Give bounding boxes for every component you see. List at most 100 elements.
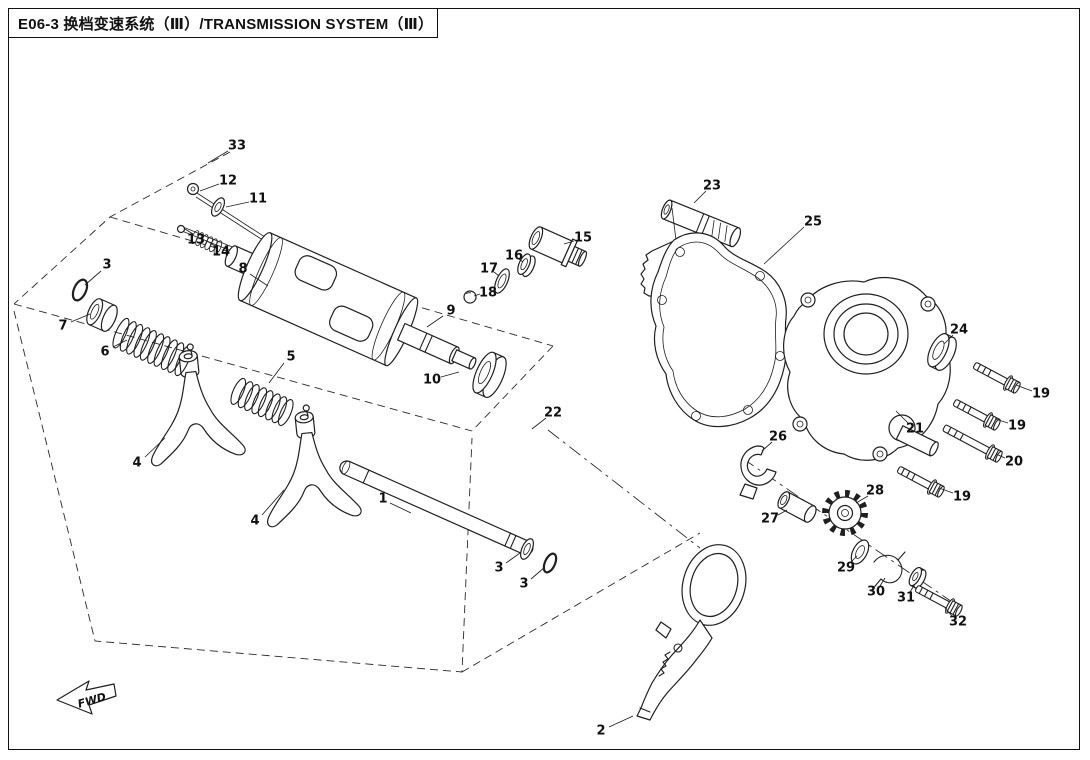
leader-line-25-23: [763, 226, 805, 265]
part-number-14: 14: [212, 245, 230, 260]
part-32-bolt: [912, 580, 965, 620]
leader-line-23-22: [693, 190, 707, 204]
leader-line-19-25: [1015, 384, 1033, 392]
part-number-10: 10: [423, 373, 441, 388]
leader-line-12-1: [199, 183, 220, 192]
part-number-9: 9: [446, 304, 455, 319]
part-number-28: 28: [866, 484, 884, 499]
leader-line-26-30: [761, 441, 773, 452]
leader-line-20-27: [995, 453, 1006, 459]
part-number-5: 5: [286, 350, 295, 365]
leader-line-11-2: [225, 201, 250, 208]
part-number-30: 30: [867, 585, 885, 600]
part-number-11: 11: [249, 192, 267, 207]
leader-line-15-14: [563, 240, 575, 245]
part-number-29: 29: [837, 561, 855, 576]
leader-line-3-5: [84, 270, 102, 286]
part-number-15: 15: [574, 231, 592, 246]
part-number-12: 12: [219, 174, 237, 189]
part-21-cover: [783, 277, 951, 462]
part-30-spring-clip: [870, 551, 906, 592]
part-number-4: 4: [250, 514, 259, 529]
part-number-16: 16: [505, 249, 523, 264]
part-number-25: 25: [804, 215, 822, 230]
part-number-22: 22: [544, 406, 562, 421]
leader-line-18-11: [473, 293, 481, 297]
part-27-roller: [777, 491, 817, 523]
part-number-3: 3: [494, 561, 503, 576]
part-1-fork-shaft: [339, 460, 534, 556]
part-17-washer: [494, 268, 510, 294]
sheet-title: E06-3 换档变速系统（Ⅲ）/TRANSMISSION SYSTEM（Ⅲ）: [18, 15, 434, 33]
part-5-spring: [230, 377, 294, 427]
leader-line-22-21: [531, 417, 547, 430]
part-10-collar: [472, 351, 507, 398]
leader-line-21-29: [895, 410, 909, 424]
part-number-19: 19: [1032, 387, 1050, 402]
leader-line-9-9: [426, 315, 444, 328]
leader-line-13-3: [184, 228, 194, 235]
part-number-26: 26: [769, 430, 787, 445]
part-number-13: 13: [187, 233, 205, 248]
part-8-shift-drum: [224, 232, 477, 370]
part-11-washer: [210, 197, 226, 217]
title-box: E06-3 换档变速系统（Ⅲ）/TRANSMISSION SYSTEM（Ⅲ）: [8, 8, 438, 38]
leader-line-3-20: [530, 566, 546, 580]
part-19-bolt-b: [950, 394, 1003, 434]
leader-line-28-32: [855, 495, 869, 504]
leader-line-10-10: [440, 371, 460, 378]
part-number-3: 3: [519, 577, 528, 592]
leader-line-24-24: [943, 334, 954, 345]
part-number-23: 23: [703, 179, 721, 194]
leader-line-14-4: [206, 240, 216, 247]
part-number-8: 8: [238, 262, 247, 277]
part-7-bushing: [86, 298, 118, 332]
part-3-circlip-c: [542, 552, 558, 574]
leader-line-16-13: [518, 258, 524, 263]
part-3-washer-b: [520, 538, 534, 560]
leader-line-27-31: [777, 509, 788, 516]
leader-line-6-7: [112, 339, 128, 348]
leader-line-19-28: [938, 487, 954, 494]
part-24-seal: [927, 333, 957, 371]
part-number-24: 24: [950, 323, 968, 338]
part-number-4: 4: [132, 456, 141, 471]
part-3-circlip-a: [71, 278, 89, 302]
part-2-gearshift-arm: [636, 544, 747, 721]
part-number-27: 27: [761, 512, 779, 527]
leader-line-17-12: [493, 271, 500, 277]
part-14-spring: [190, 230, 223, 255]
part-15-bolt: [528, 226, 588, 268]
leader-line-31-35: [909, 583, 916, 593]
leader-line-4-17: [261, 489, 285, 516]
part-number-7: 7: [58, 319, 67, 334]
part-31-washer: [908, 566, 927, 589]
leader-line-5-15: [268, 362, 285, 384]
part-number-33: 33: [228, 139, 246, 154]
part-6-spring: [112, 317, 192, 377]
leader-line-1-18: [389, 502, 412, 514]
leader-line-7-6: [70, 313, 91, 323]
part-number-32: 32: [949, 615, 967, 630]
part-16-washer: [517, 253, 536, 278]
part-number-18: 18: [479, 286, 497, 301]
leader-line-33-0: [207, 150, 229, 164]
fwd-arrow: FWD: [56, 680, 117, 715]
part-number-3: 3: [102, 258, 111, 273]
leader-line-4-16: [144, 437, 166, 458]
part-19-bolt-c: [894, 461, 947, 501]
part-number-20: 20: [1005, 455, 1023, 470]
part-28-gear: [822, 490, 868, 536]
leader-line-29-33: [850, 555, 858, 563]
part-number-2: 2: [596, 724, 605, 739]
part-number-17: 17: [480, 262, 498, 277]
sheet-border: [8, 8, 1080, 750]
leader-line-3-19: [505, 552, 521, 564]
leader-line-8-8: [249, 273, 269, 287]
leader-line-2-37: [608, 715, 634, 728]
leader-line-19-26: [994, 418, 1009, 424]
part-number-19: 19: [1008, 419, 1026, 434]
part-number-21: 21: [906, 422, 924, 437]
